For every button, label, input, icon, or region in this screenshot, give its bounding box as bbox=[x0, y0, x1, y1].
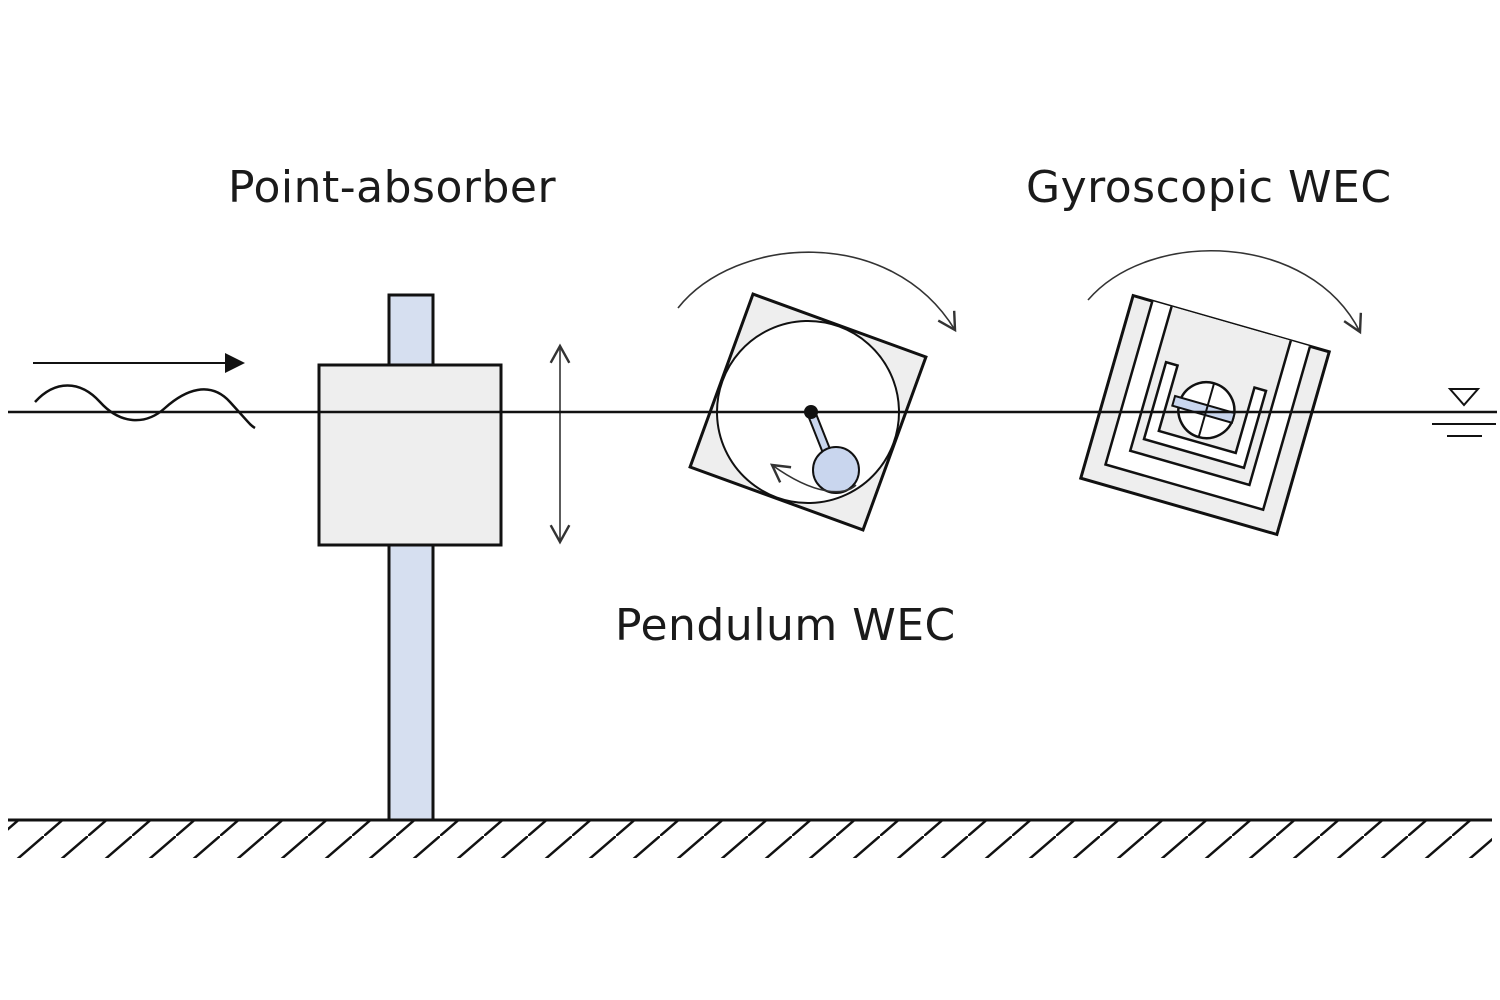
gyroscopic-rotation-arrow bbox=[1087, 249, 1363, 335]
point-absorber-label: Point-absorber bbox=[228, 162, 557, 213]
gyroscopic-wec bbox=[1078, 293, 1332, 537]
gyroscopic-wec-label: Gyroscopic WEC bbox=[1026, 162, 1392, 213]
wave-icon bbox=[34, 384, 256, 430]
seabed bbox=[8, 818, 1492, 858]
pendulum-rotation-arrow bbox=[677, 251, 957, 333]
point-absorber-buoy bbox=[317, 363, 503, 547]
pendulum-swing-arrow bbox=[769, 463, 857, 493]
water-level-icon bbox=[1432, 388, 1496, 437]
pendulum-mass bbox=[804, 405, 860, 494]
pendulum-wec-label: Pendulum WEC bbox=[615, 600, 956, 651]
